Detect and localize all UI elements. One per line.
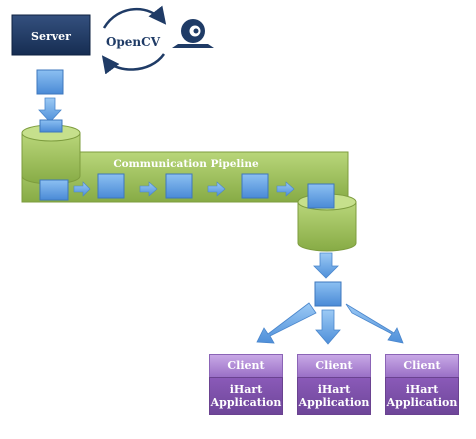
opencv-label: OpenCV (106, 35, 161, 49)
client-app-line2: Application (210, 396, 282, 409)
cycle-arrows-icon (101, 5, 167, 75)
client-card-2: Client iHart Application (297, 354, 371, 415)
client-app-line1: iHart (317, 383, 351, 396)
arrow-flow-2 (139, 181, 158, 197)
client-app: iHart Application (297, 377, 371, 415)
packet-flow-1 (39, 179, 69, 201)
packet-distribute (314, 281, 342, 307)
client-app: iHart Application (385, 377, 459, 415)
packet-flow-4 (241, 173, 269, 199)
packet-flow-2 (97, 173, 125, 199)
packet-flow-3 (165, 173, 193, 199)
client-app-line2: Application (386, 396, 458, 409)
client-title: Client (297, 354, 371, 377)
arrow-to-client-1 (256, 302, 317, 344)
client-app-line1: iHart (229, 383, 263, 396)
webcam-icon (172, 19, 214, 48)
packet-queue-in (39, 119, 63, 133)
client-app: iHart Application (209, 377, 283, 415)
pipeline-label: Communication Pipeline (113, 158, 259, 170)
client-card-3: Client iHart Application (385, 354, 459, 415)
arrow-down-server (38, 97, 62, 123)
server-label: Server (31, 30, 71, 43)
server-node: Server (11, 14, 91, 56)
packet-queue-out (307, 183, 335, 209)
arrow-down-queue (313, 252, 339, 279)
arrow-flow-4 (276, 181, 295, 197)
arrow-flow-3 (207, 181, 226, 197)
arrow-to-client-3 (345, 303, 404, 344)
arrow-flow-1 (73, 181, 91, 197)
client-app-line1: iHart (405, 383, 439, 396)
client-app-line2: Application (298, 396, 370, 409)
client-title: Client (385, 354, 459, 377)
packet-server (36, 69, 64, 95)
client-card-1: Client iHart Application (209, 354, 283, 415)
client-title: Client (209, 354, 283, 377)
queue-cylinder-left (21, 124, 81, 185)
arrow-to-client-2 (315, 309, 341, 345)
